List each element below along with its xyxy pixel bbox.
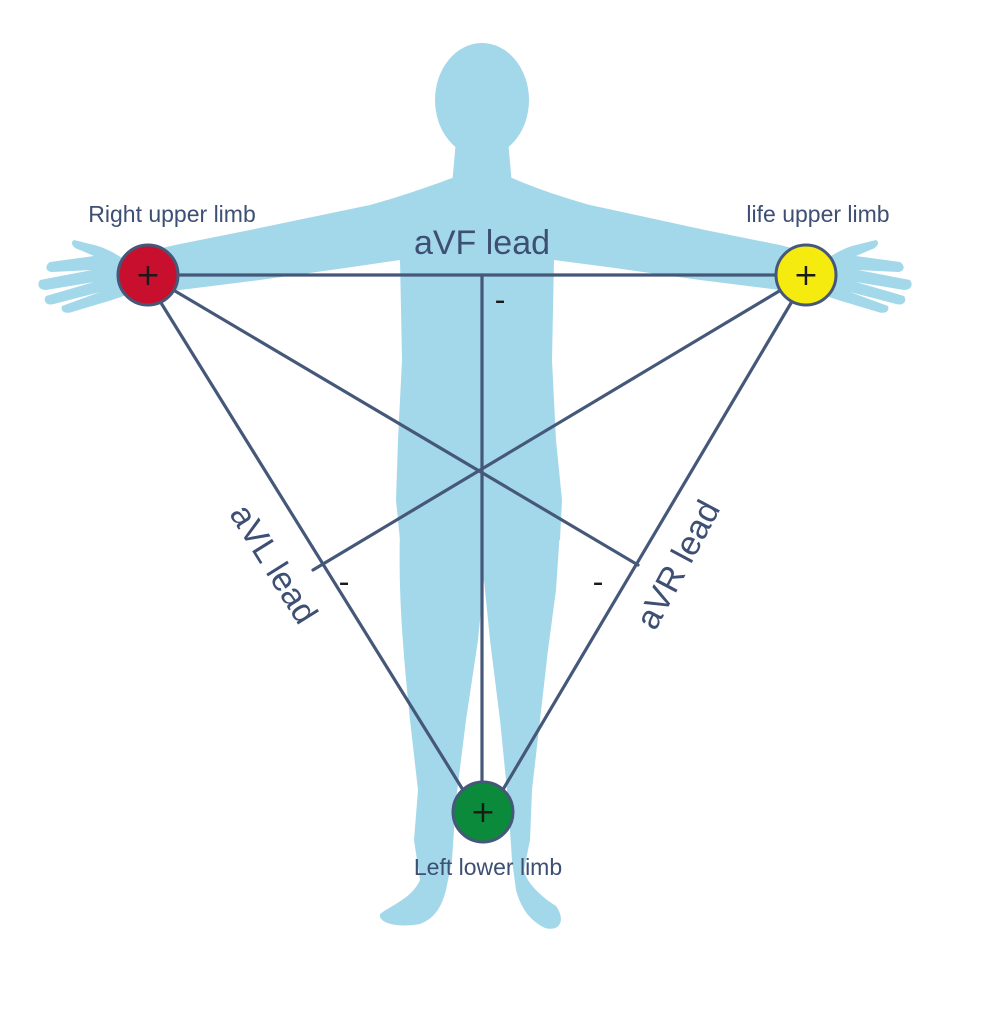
right-triangle-side	[496, 296, 796, 800]
yellow-electrode-circle	[774, 243, 838, 307]
positive-sign-left-lower: +	[470, 795, 495, 830]
avl-lead-line	[311, 273, 808, 572]
green-electrode-circle	[451, 780, 515, 844]
legs-shape	[379, 530, 561, 929]
torso-arms-shape	[120, 178, 830, 540]
right-hand-shape	[38, 240, 128, 313]
negative-sign-avf: -	[495, 283, 506, 318]
avr-lead-label: aVR lead	[629, 494, 728, 635]
avr-lead-line	[146, 273, 640, 567]
neck-shape	[452, 140, 512, 185]
left-lower-electrode: +	[451, 780, 515, 844]
human-body-silhouette	[38, 43, 912, 929]
negative-sign-avl: -	[339, 565, 350, 600]
left-lower-limb-label: Left lower limb	[414, 854, 562, 880]
negative-sign-avr: -	[593, 565, 604, 600]
positive-sign-left-upper: +	[793, 258, 818, 293]
avf-lead-label: aVF lead	[414, 224, 550, 262]
red-electrode-circle	[116, 243, 180, 307]
right-upper-limb-label: Right upper limb	[88, 201, 255, 227]
avl-lead-label: aVL lead	[222, 498, 325, 631]
left-triangle-side	[156, 296, 470, 800]
positive-sign-right-upper: +	[135, 258, 160, 293]
left-upper-limb-label: life upper limb	[746, 201, 889, 227]
head-shape	[435, 43, 529, 157]
right-upper-electrode: +	[116, 243, 180, 307]
lead-lines	[146, 273, 808, 800]
left-upper-electrode: +	[774, 243, 838, 307]
left-hand-shape	[822, 240, 912, 313]
